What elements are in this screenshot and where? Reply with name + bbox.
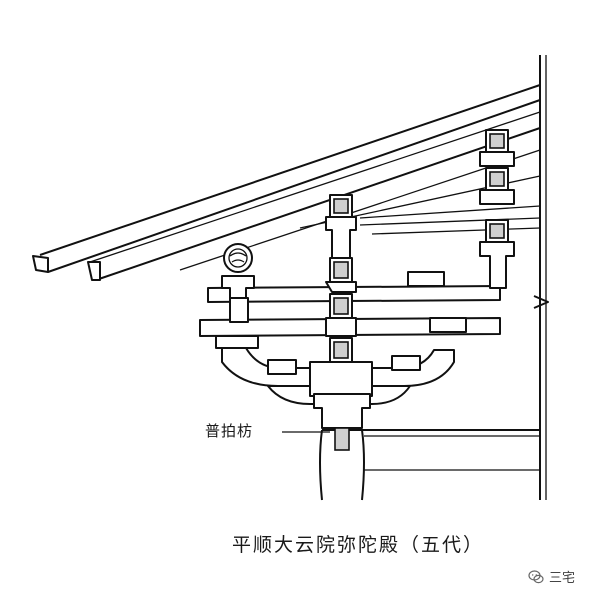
main-bearing-block [313,393,371,429]
watermark: 三宅 [528,567,575,586]
right-bracket-stack [479,129,515,289]
wechat-logo-icon [528,569,544,583]
figure-caption: 平顺大云院弥陀殿（五代） [232,534,485,556]
round-purlin [223,243,253,273]
central-bracket-stack [325,194,357,363]
roof-rafters [32,84,541,281]
watermark-text: 三宅 [549,571,576,586]
beam-blocks [407,271,467,333]
pupaifang-and-column [282,427,540,501]
pupaifang-label: 普拍枋 [205,422,254,440]
wall [533,55,549,500]
left-bracket-stack [215,275,259,359]
corbel-arms [221,347,455,405]
